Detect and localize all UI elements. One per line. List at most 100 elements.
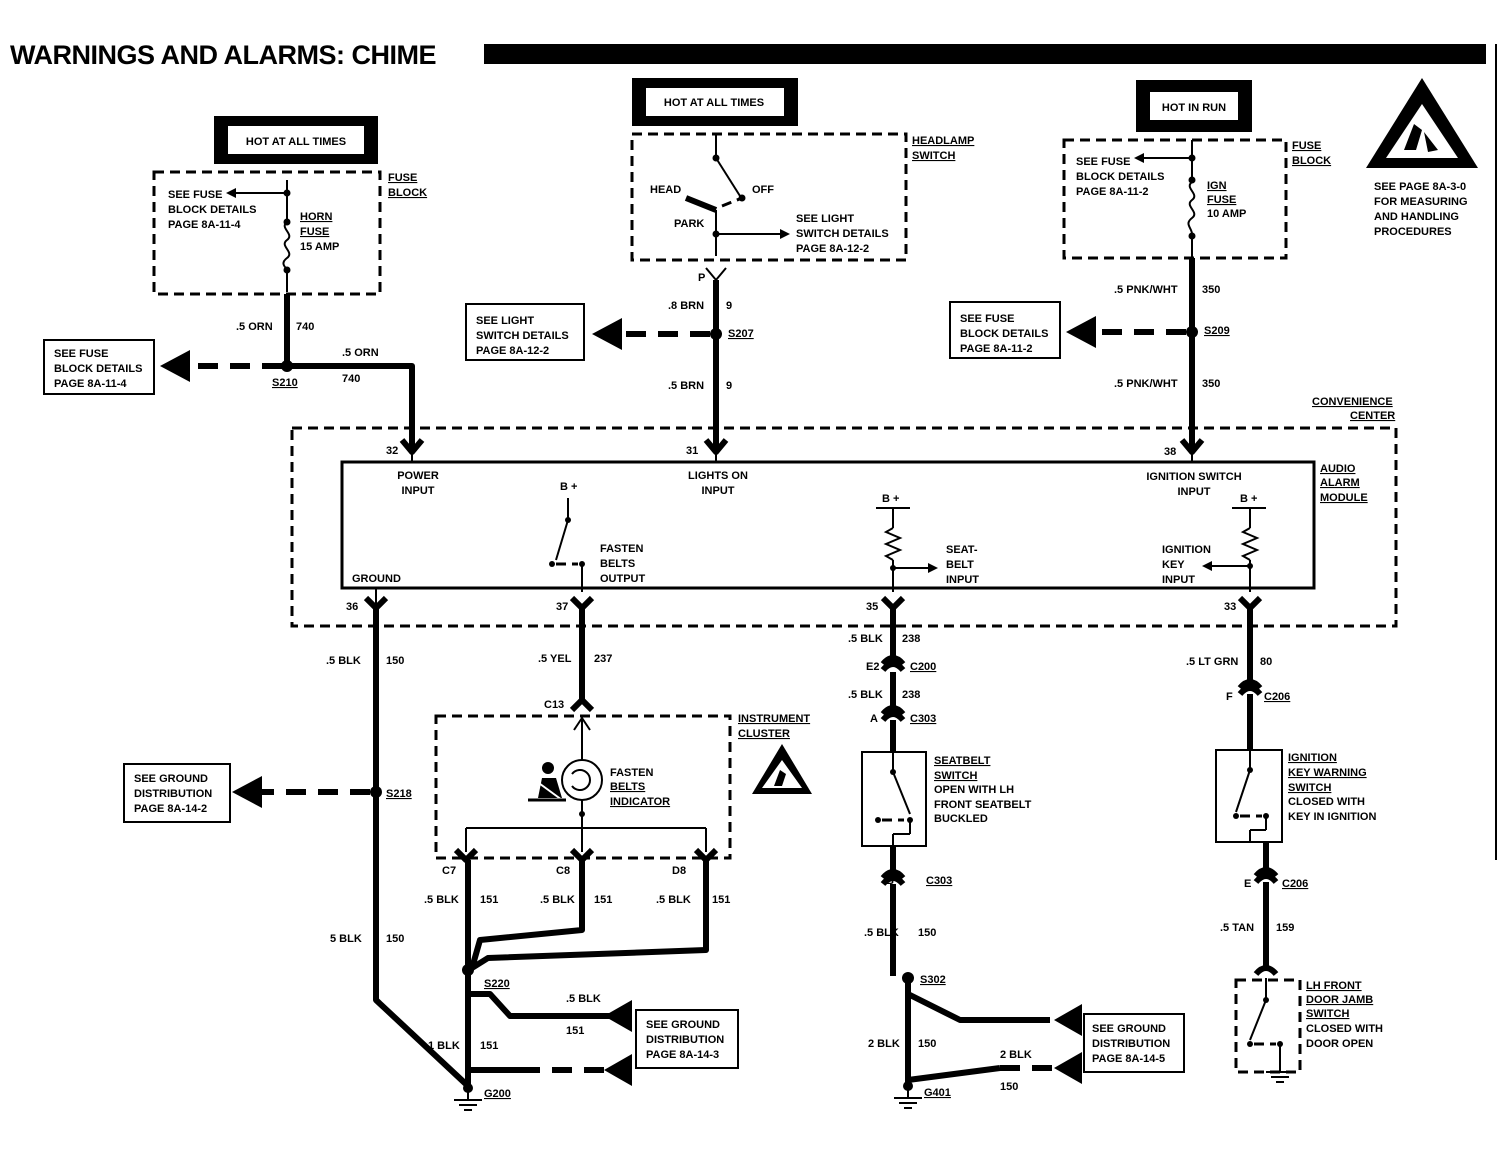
ignition-key-warning-switch: IGNITION KEY WARNING SWITCH CLOSED WITH … <box>1215 749 1376 843</box>
svg-text:1 BLK: 1 BLK <box>428 1040 460 1052</box>
wire-151: .5 BLK 151 .5 BLK 151 .5 BLK 151 .5 BLK … <box>424 860 730 1086</box>
svg-text:BLOCK: BLOCK <box>388 187 427 199</box>
svg-text:237: 237 <box>594 653 612 665</box>
wire-159: E C206 .5 TAN 159 <box>1220 842 1308 977</box>
svg-text:KEY WARNING: KEY WARNING <box>1288 767 1367 779</box>
svg-text:.5 PNK/WHT: .5 PNK/WHT <box>1114 378 1178 390</box>
lh-front-door-jamb-switch: LH FRONT DOOR JAMB SWITCH CLOSED WITH DO… <box>1234 978 1383 1083</box>
svg-text:S209: S209 <box>1204 325 1230 337</box>
wire-150-left: .5 BLK 150 5 BLK 150 S218 <box>232 608 471 1089</box>
svg-text:KEY IN IGNITION: KEY IN IGNITION <box>1288 811 1376 823</box>
svg-text:POWER: POWER <box>397 470 439 482</box>
svg-text:C7: C7 <box>442 865 456 877</box>
svg-text:E: E <box>1244 878 1251 890</box>
svg-text:.5 BLK: .5 BLK <box>540 894 575 906</box>
svg-text:238: 238 <box>902 633 920 645</box>
ref-box-fuse-right: SEE FUSE BLOCK DETAILS PAGE 8A-11-2 <box>949 301 1061 359</box>
svg-text:A: A <box>870 713 878 725</box>
headlamp-switch: HEADLAMP SWITCH HEAD OFF PARK SEE LIGHT … <box>630 132 974 284</box>
svg-text:HORN: HORN <box>300 211 332 223</box>
svg-text:5 BLK: 5 BLK <box>330 933 362 945</box>
svg-text:.5 BLK: .5 BLK <box>326 655 361 667</box>
svg-text:CONVENIENCE: CONVENIENCE <box>1312 396 1393 408</box>
svg-text:DISTRIBUTION: DISTRIBUTION <box>646 1034 724 1046</box>
svg-text:2 BLK: 2 BLK <box>868 1038 900 1050</box>
svg-text:350: 350 <box>1202 284 1220 296</box>
svg-text:IGN: IGN <box>1207 180 1227 192</box>
svg-text:SEE GROUND: SEE GROUND <box>646 1019 720 1031</box>
svg-text:PAGE 8A-11-2: PAGE 8A-11-2 <box>1076 186 1149 198</box>
wire-350: .5 PNK/WHT 350 .5 PNK/WHT 350 S209 <box>1066 258 1230 450</box>
svg-text:B +: B + <box>882 493 899 505</box>
ref-box-light-switch: SEE LIGHT SWITCH DETAILS PAGE 8A-12-2 <box>465 303 585 361</box>
svg-text:KEY: KEY <box>1162 559 1185 571</box>
svg-text:FUSE: FUSE <box>1292 140 1321 152</box>
convenience-center: CONVENIENCE CENTER <box>290 396 1398 628</box>
svg-text:PAGE 8A-14-3: PAGE 8A-14-3 <box>646 1049 719 1061</box>
hot-label-center: HOT AT ALL TIMES <box>632 78 798 126</box>
svg-text:.5 BLK: .5 BLK <box>566 993 601 1005</box>
svg-text:159: 159 <box>1276 922 1294 934</box>
title-bar <box>484 44 1486 64</box>
esd-note-line2: FOR MEASURING <box>1374 196 1468 208</box>
svg-text:D8: D8 <box>672 865 686 877</box>
svg-text:C200: C200 <box>910 661 936 673</box>
svg-text:B +: B + <box>560 481 577 493</box>
svg-text:SWITCH: SWITCH <box>1306 1008 1349 1020</box>
svg-text:740: 740 <box>342 373 360 385</box>
svg-text:.5 BLK: .5 BLK <box>864 927 899 939</box>
svg-text:151: 151 <box>566 1025 584 1037</box>
svg-text:150: 150 <box>386 655 404 667</box>
svg-text:OPEN WITH LH: OPEN WITH LH <box>934 784 1014 796</box>
svg-text:LIGHTS ON: LIGHTS ON <box>688 470 748 482</box>
esd-note-line1: SEE PAGE 8A-3-0 <box>1374 181 1466 193</box>
svg-text:150: 150 <box>918 1038 936 1050</box>
svg-text:SEE FUSE: SEE FUSE <box>960 313 1014 325</box>
svg-text:PAGE 8A-11-4: PAGE 8A-11-4 <box>168 219 241 231</box>
svg-text:INPUT: INPUT <box>702 485 735 497</box>
svg-text:OFF: OFF <box>752 184 774 196</box>
svg-text:HEAD: HEAD <box>650 184 681 196</box>
svg-text:FUSE: FUSE <box>388 172 417 184</box>
svg-text:INPUT: INPUT <box>1178 486 1211 498</box>
svg-text:BELT: BELT <box>946 559 974 571</box>
svg-text:36: 36 <box>346 601 358 613</box>
svg-text:.5 BRN: .5 BRN <box>668 380 704 392</box>
svg-text:150: 150 <box>918 927 936 939</box>
svg-text:HOT AT ALL TIMES: HOT AT ALL TIMES <box>246 136 346 148</box>
svg-text:.5 BLK: .5 BLK <box>848 689 883 701</box>
svg-text:DOOR JAMB: DOOR JAMB <box>1306 994 1373 1006</box>
page-title: WARNINGS AND ALARMS: CHIME <box>10 40 436 70</box>
svg-text:HEADLAMP: HEADLAMP <box>912 135 974 147</box>
svg-text:SEE FUSE: SEE FUSE <box>54 348 108 360</box>
svg-text:OUTPUT: OUTPUT <box>600 573 646 585</box>
svg-text:2 BLK: 2 BLK <box>1000 1049 1032 1061</box>
svg-text:BELTS: BELTS <box>610 781 645 793</box>
svg-text:80: 80 <box>1260 656 1272 668</box>
svg-text:740: 740 <box>296 321 314 333</box>
svg-text:SWITCH: SWITCH <box>934 770 977 782</box>
wire-80: .5 LT GRN 80 F C206 <box>1186 608 1290 750</box>
esd-warning-icon <box>1366 78 1478 168</box>
fuse-block-right: FUSE BLOCK SEE FUSE BLOCK DETAILS PAGE 8… <box>1062 138 1331 260</box>
wire-238: .5 BLK 238 E2 C200 .5 BLK 238 A C303 <box>848 608 936 752</box>
svg-text:BLOCK DETAILS: BLOCK DETAILS <box>168 204 256 216</box>
svg-text:SWITCH: SWITCH <box>1288 782 1331 794</box>
svg-text:S302: S302 <box>920 974 946 986</box>
svg-text:DOOR OPEN: DOOR OPEN <box>1306 1038 1373 1050</box>
svg-text:BUCKLED: BUCKLED <box>934 813 988 825</box>
svg-text:37: 37 <box>556 601 568 613</box>
svg-text:BELTS: BELTS <box>600 558 635 570</box>
svg-text:.5 BLK: .5 BLK <box>848 633 883 645</box>
svg-text:SEE FUSE: SEE FUSE <box>168 189 222 201</box>
svg-text:C13: C13 <box>544 699 564 711</box>
svg-text:FUSE: FUSE <box>1207 194 1236 206</box>
svg-text:F: F <box>1226 691 1233 703</box>
svg-text:.5 PNK/WHT: .5 PNK/WHT <box>1114 284 1178 296</box>
svg-text:150: 150 <box>1000 1081 1018 1093</box>
svg-text:DISTRIBUTION: DISTRIBUTION <box>1092 1038 1170 1050</box>
wire-150-center: B C303 .5 BLK 150 S302 2 BLK 150 2 BLK 1… <box>864 846 1082 1093</box>
svg-text:AUDIO: AUDIO <box>1320 463 1356 475</box>
seatbelt-icon <box>528 762 566 802</box>
